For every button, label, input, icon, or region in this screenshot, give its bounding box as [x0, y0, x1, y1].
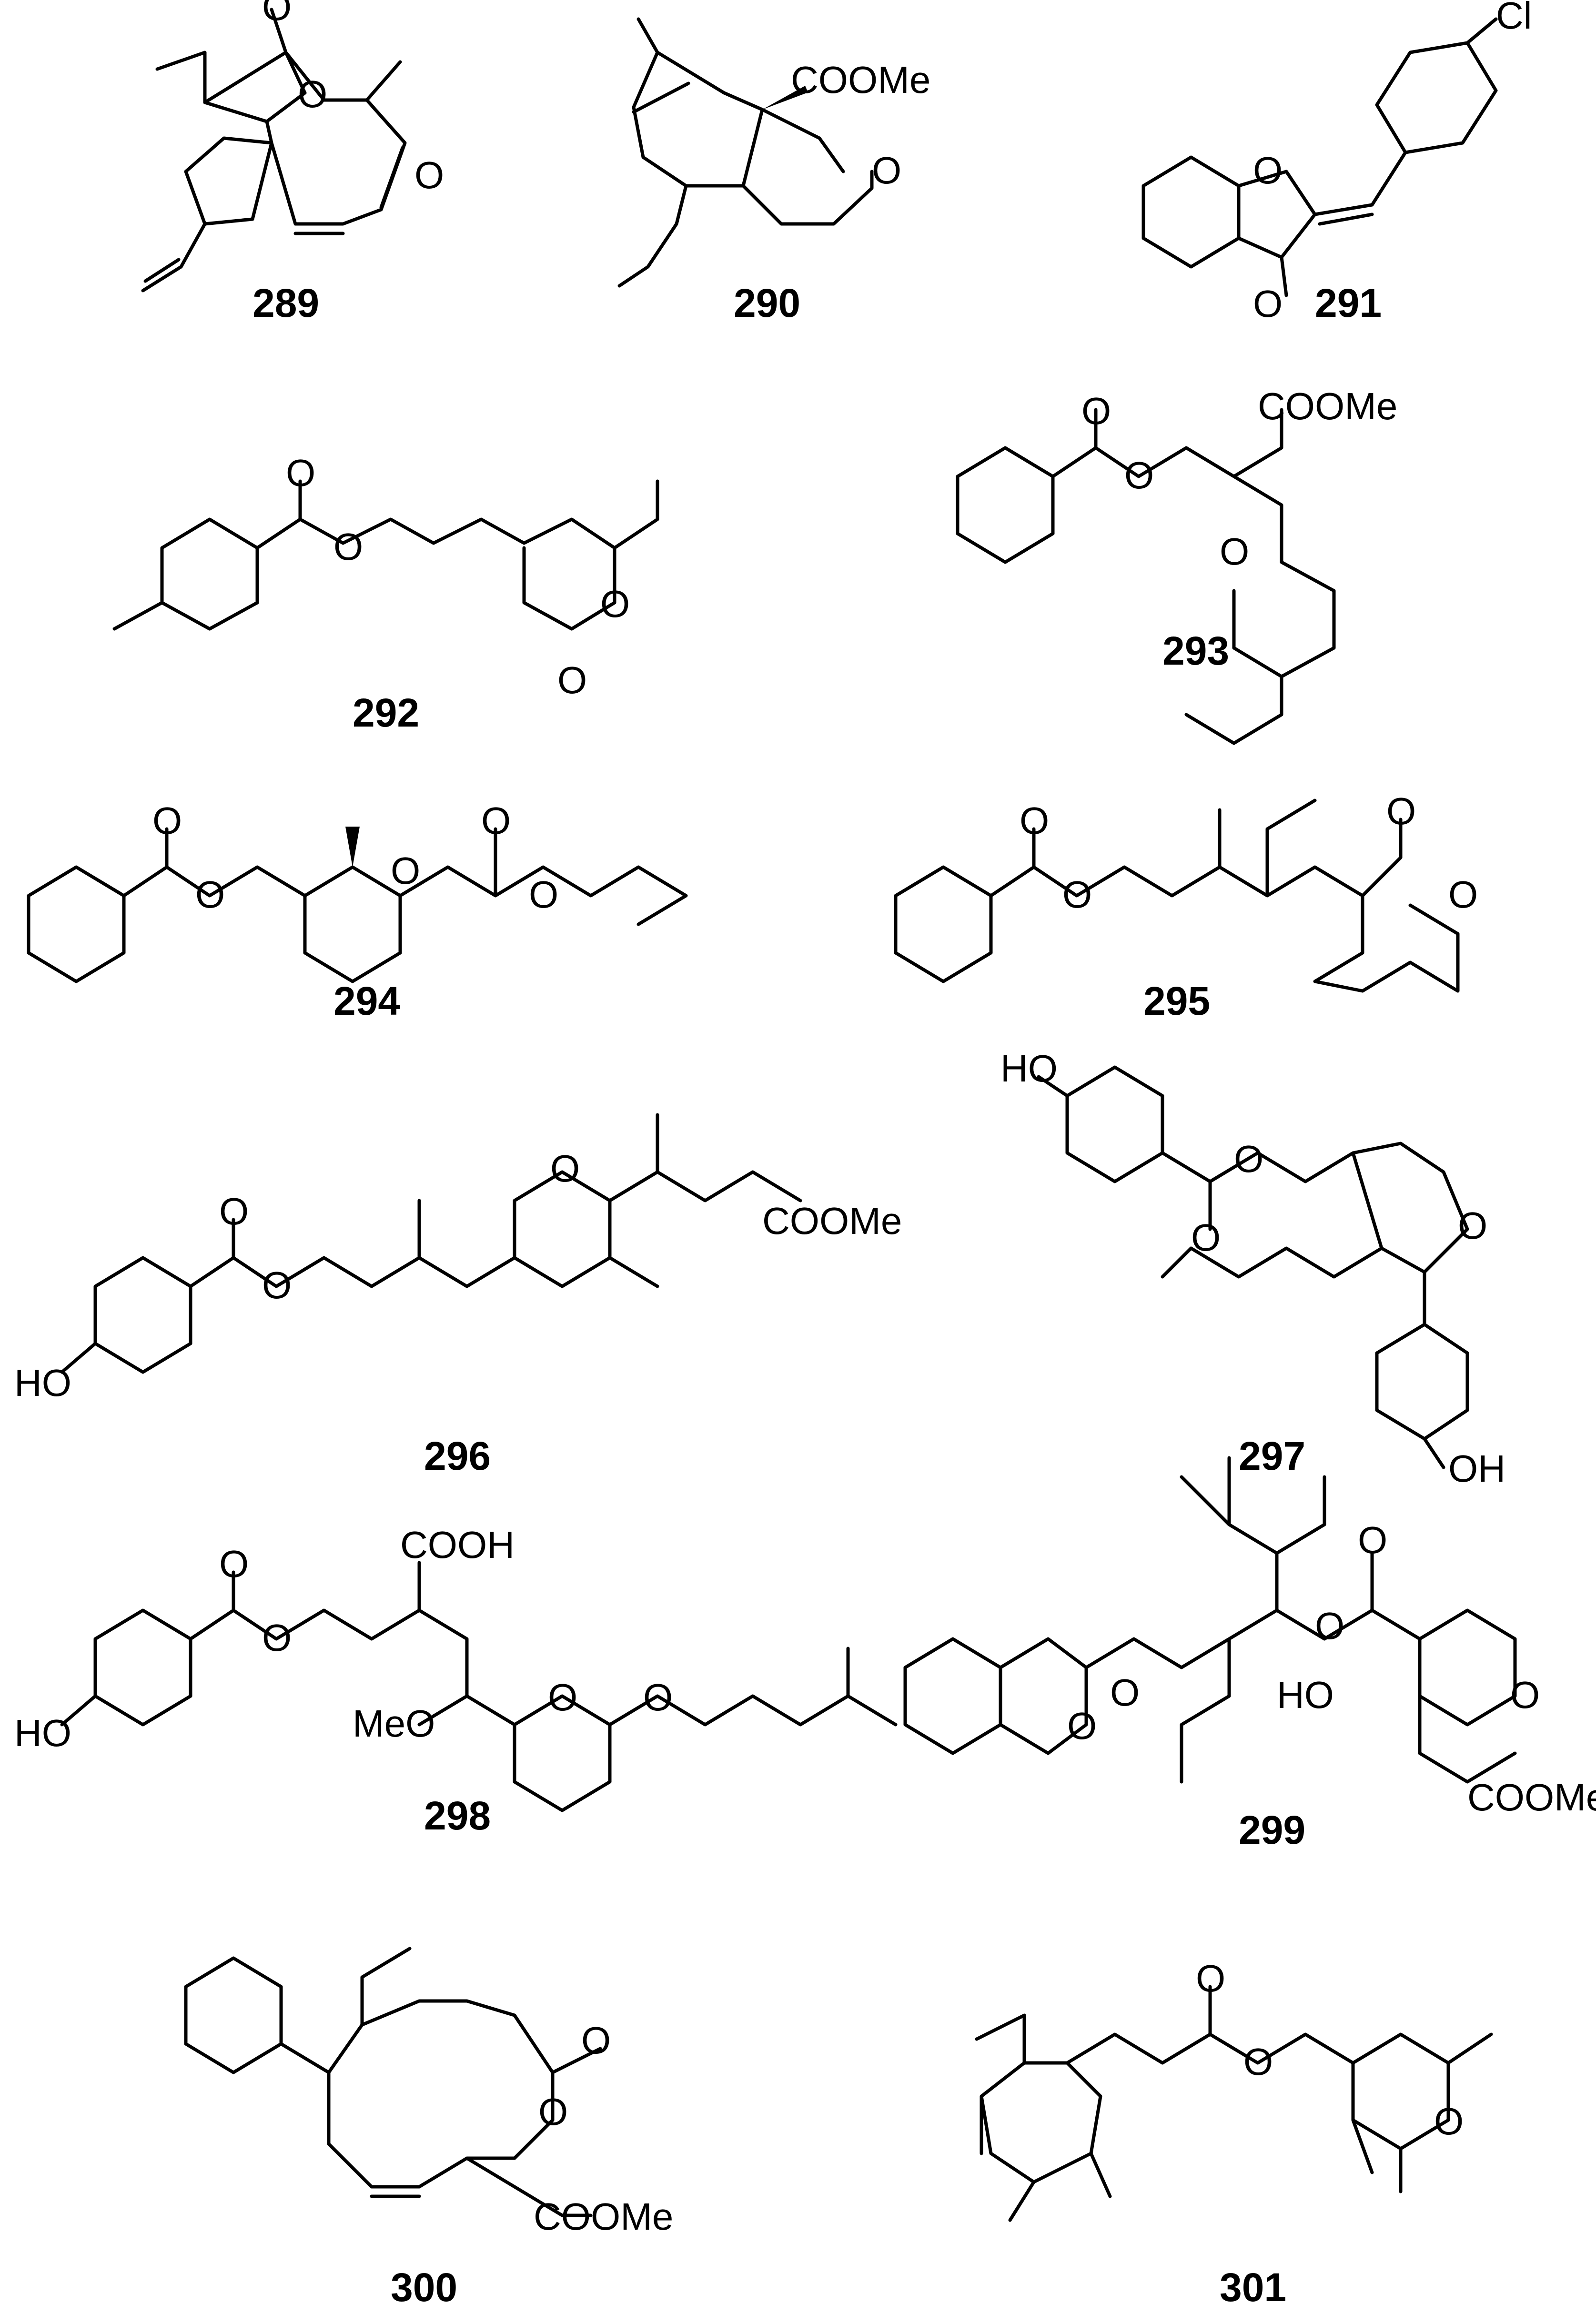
atom-label: O: [1448, 873, 1478, 916]
compound-296: O O HO O COOMe 296: [14, 1113, 902, 1478]
atom-label: O: [1253, 283, 1283, 325]
compound-number: 293: [1162, 628, 1229, 673]
atom-label: O: [643, 1676, 673, 1718]
compound-number: 294: [333, 979, 400, 1023]
compound-number: 292: [353, 690, 419, 735]
atom-label: O: [1458, 1204, 1487, 1247]
atom-label: O: [538, 2091, 568, 2133]
compound-number: 297: [1239, 1434, 1305, 1478]
compound-299: O O O O HO O COOMe 299: [903, 1456, 1596, 1852]
compound-number: 300: [391, 2265, 457, 2310]
atom-label: O: [1315, 1605, 1344, 1647]
atom-label: O: [219, 1190, 249, 1233]
atom-label: MeO: [353, 1702, 435, 1745]
atom-label: O: [262, 1617, 292, 1659]
compound-289: O O O 289: [141, 0, 444, 325]
compound-297: HO O O O OH 297: [1000, 1047, 1505, 1490]
atom-label: HO: [1000, 1047, 1058, 1090]
compound-294: O O O O O 294: [27, 799, 688, 1023]
atom-label: O: [872, 149, 901, 192]
atom-label: O: [414, 154, 444, 196]
compound-290: COOMe O 290: [617, 17, 930, 325]
atom-label: O: [1196, 1957, 1225, 2000]
atom-label: COOMe: [534, 2195, 673, 2238]
atom-label: O: [1081, 390, 1111, 432]
atom-label: O: [1386, 790, 1416, 832]
atom-label: O: [600, 583, 630, 625]
atom-label: O: [1358, 1519, 1387, 1561]
atom-label: O: [1067, 1705, 1097, 1747]
compound-number: 295: [1143, 979, 1210, 1023]
atom-label: COOMe: [1467, 1776, 1596, 1819]
atom-label: COOMe: [791, 59, 930, 101]
compound-301: O O O 301: [975, 1957, 1493, 2310]
atom-label: O: [1020, 799, 1049, 842]
atom-label: O: [481, 799, 511, 842]
atom-label: O: [298, 73, 327, 115]
atom-label: O: [262, 1264, 292, 1306]
compound-number: 290: [734, 281, 800, 325]
atom-label: O: [581, 2019, 611, 2061]
atom-label: HO: [14, 1362, 71, 1404]
atom-label: Cl: [1496, 0, 1532, 37]
atom-label: O: [1434, 2100, 1464, 2142]
atom-label: O: [333, 525, 363, 568]
atom-label: OH: [1448, 1447, 1505, 1490]
compound-293: O O COOMe O 293: [956, 385, 1397, 745]
atom-label: COOH: [400, 1524, 515, 1566]
atom-label: O: [548, 1676, 577, 1718]
compound-292: O O O O 292: [112, 452, 659, 735]
atom-label: O: [152, 799, 182, 842]
atom-label: O: [1243, 2041, 1273, 2083]
atom-label: O: [219, 1543, 249, 1585]
atom-label: O: [1062, 873, 1092, 916]
compound-300: O O COOMe 300: [184, 1947, 673, 2310]
atom-label: O: [1191, 1216, 1221, 1259]
atom-label: O: [1510, 1674, 1540, 1716]
compound-298: O O HO COOH MeO O O 298: [14, 1524, 898, 1838]
atom-label: O: [557, 659, 587, 701]
compound-number: 301: [1220, 2265, 1286, 2310]
atom-label: O: [1253, 149, 1283, 192]
atom-label: O: [1124, 454, 1154, 496]
atom-label: O: [262, 0, 292, 28]
compound-number: 291: [1315, 281, 1382, 325]
atom-label: COOMe: [762, 1200, 902, 1242]
compound-295: O O O O 295: [894, 790, 1478, 1023]
atom-label: O: [286, 452, 315, 494]
compound-291: Cl O O 291: [1141, 0, 1532, 325]
compound-number: 296: [424, 1434, 491, 1478]
atom-label: O: [529, 873, 558, 916]
atom-label: HO: [14, 1712, 71, 1754]
atom-label: HO: [1277, 1674, 1334, 1716]
atom-label: O: [195, 873, 225, 916]
atom-label: O: [1220, 530, 1249, 573]
atom-label: O: [391, 849, 420, 892]
atom-label: O: [550, 1147, 580, 1190]
compound-number: 289: [253, 281, 319, 325]
atom-label: O: [1110, 1671, 1140, 1714]
compound-number: 299: [1239, 1808, 1305, 1852]
atom-label: COOMe: [1258, 385, 1397, 427]
compound-number: 298: [424, 1793, 491, 1838]
atom-label: O: [1234, 1138, 1263, 1180]
